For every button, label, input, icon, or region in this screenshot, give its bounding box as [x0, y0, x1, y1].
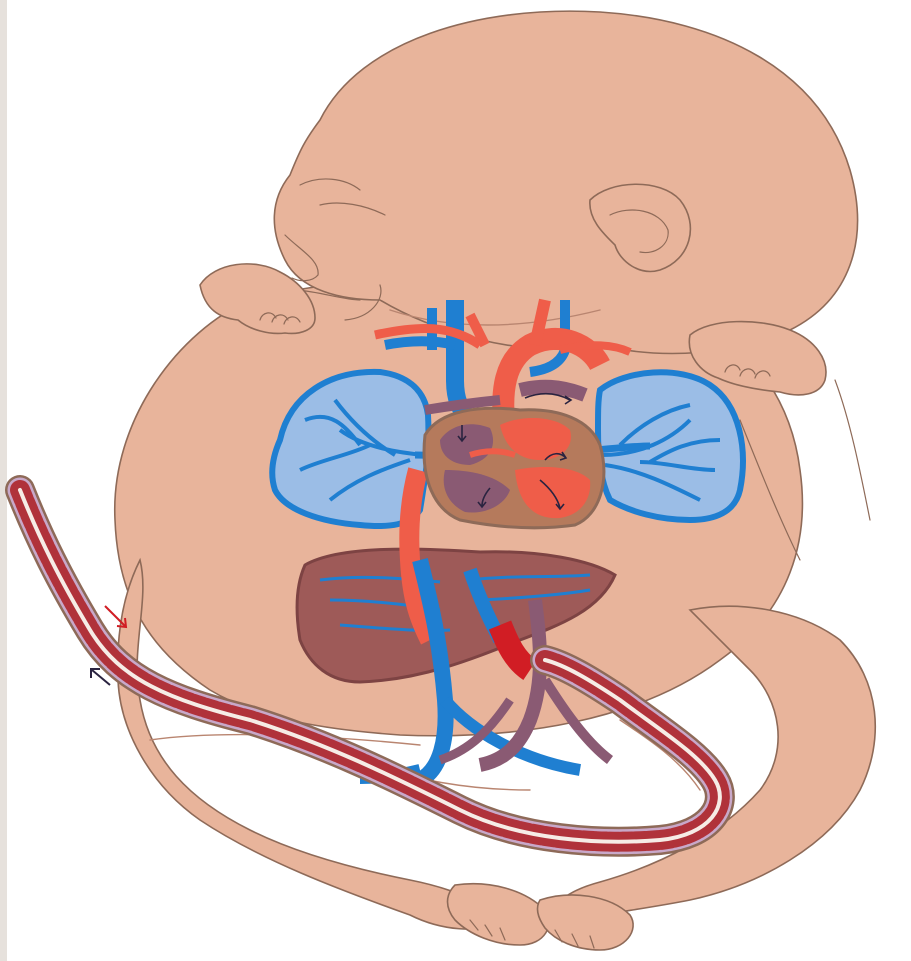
left-foot: [448, 884, 549, 945]
heart: [424, 408, 604, 527]
